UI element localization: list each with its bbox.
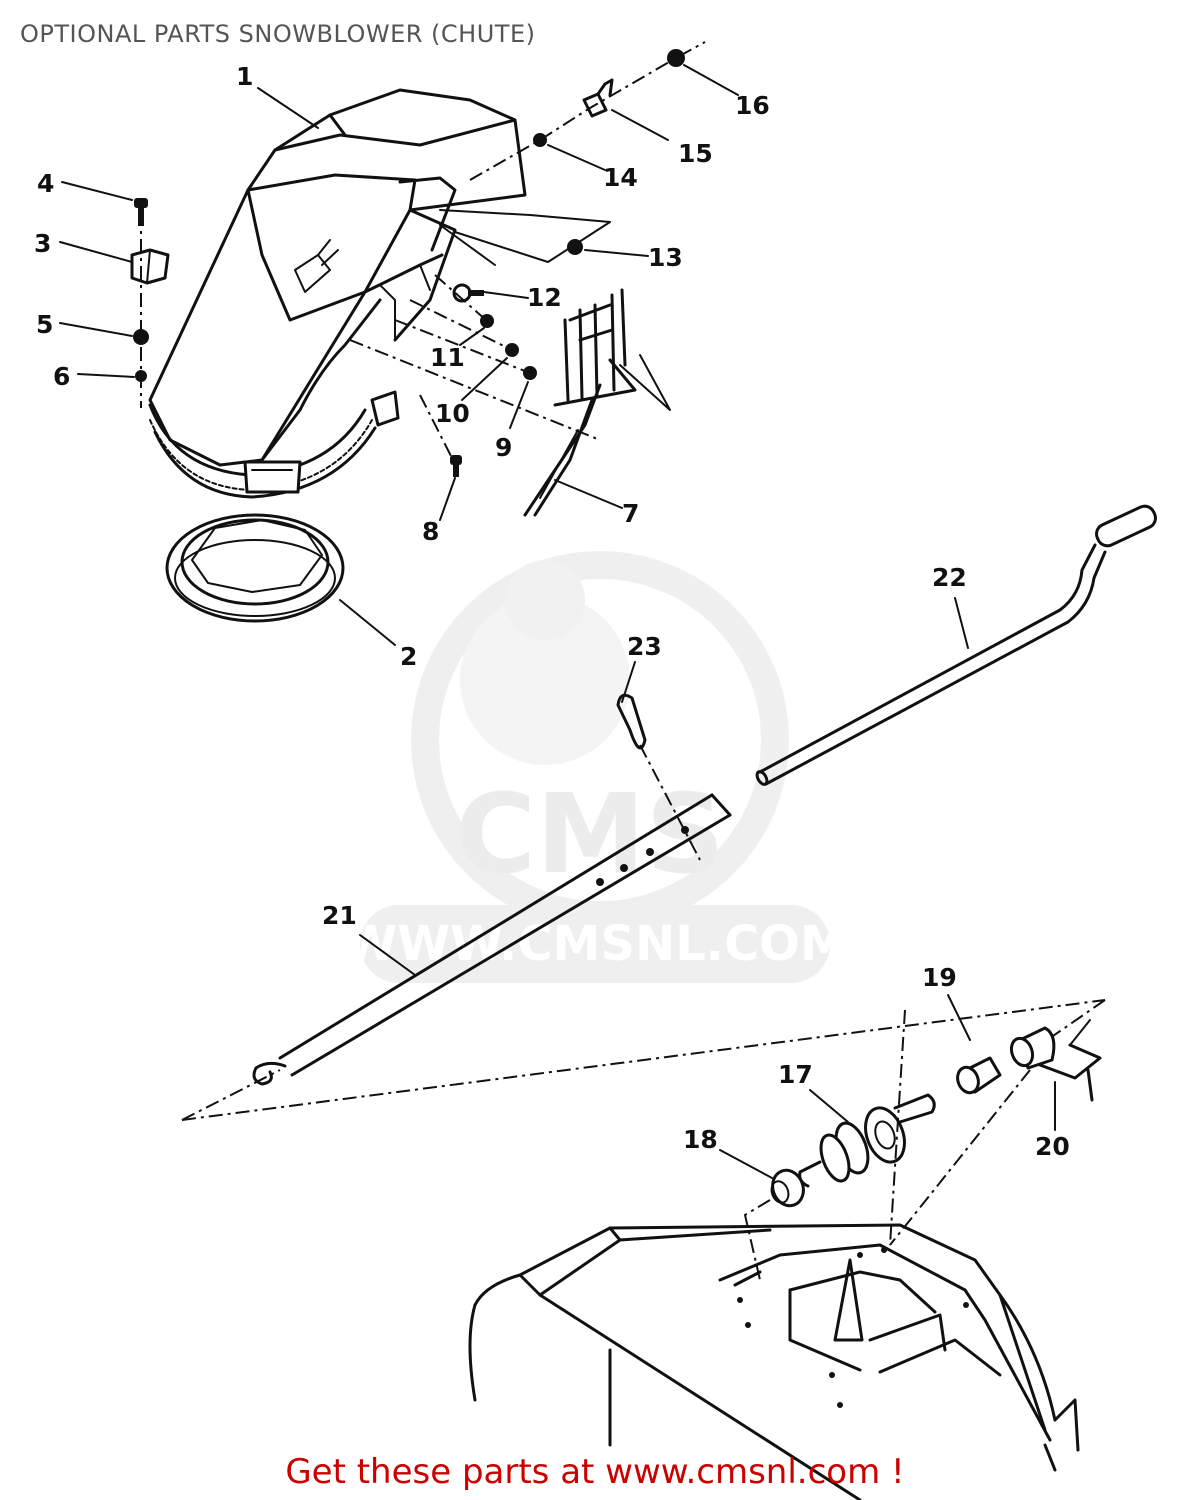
callout-5: 5 <box>36 310 53 339</box>
callout-6: 6 <box>53 362 70 391</box>
leader-lines <box>59 64 1056 1179</box>
callout-23: 23 <box>627 632 662 661</box>
part-20-bracket <box>1009 1019 1102 1102</box>
part-21-rod <box>252 793 732 1086</box>
footer-shop-link[interactable]: Get these parts at www.cmsnl.com ! <box>285 1452 905 1492</box>
watermark-text: WWW.CMSNL.COM <box>344 916 848 972</box>
part-5-nut <box>133 329 149 345</box>
part-7-deflector <box>523 288 671 517</box>
callout-15: 15 <box>678 139 713 168</box>
callout-18: 18 <box>683 1125 718 1154</box>
callout-9: 9 <box>495 433 512 462</box>
callout-10: 10 <box>435 399 470 428</box>
callout-8: 8 <box>422 517 439 546</box>
part-3-clip <box>130 248 170 285</box>
callout-21: 21 <box>322 901 357 930</box>
diagram-title: OPTIONAL PARTS SNOWBLOWER (CHUTE) <box>20 20 536 48</box>
part-16-nut <box>667 49 685 67</box>
part-17-gear-assembly <box>798 1093 936 1188</box>
callout-1: 1 <box>236 62 253 91</box>
callout-4: 4 <box>37 169 54 198</box>
watermark-logo: CMS <box>455 770 724 898</box>
part-15-knob <box>582 78 614 118</box>
part-23-clip <box>616 693 701 861</box>
callout-2: 2 <box>400 642 417 671</box>
callout-7: 7 <box>622 499 639 528</box>
callout-19: 19 <box>922 963 957 992</box>
part-2-ring <box>165 513 345 623</box>
part-19-bushing <box>956 1056 1002 1095</box>
tractor-frame <box>468 1223 1080 1500</box>
callout-14: 14 <box>603 163 638 192</box>
callout-13: 13 <box>648 243 683 272</box>
callout-labels: 1 2 3 4 5 6 7 8 9 10 11 12 13 14 15 16 1… <box>34 62 1070 1161</box>
callout-12: 12 <box>527 283 562 312</box>
part-18-bushing <box>770 1168 805 1208</box>
part-8-bolt <box>450 455 462 477</box>
callout-22: 22 <box>932 563 967 592</box>
part-13-nut <box>567 239 583 255</box>
part-1-chute <box>148 88 611 499</box>
part-22-rod <box>755 504 1157 786</box>
callout-20: 20 <box>1035 1132 1070 1161</box>
cmsnl-watermark: CMS WWW.CMSNL.COM <box>344 551 848 983</box>
callout-11: 11 <box>430 343 465 372</box>
part-14-nut <box>533 133 547 147</box>
part-12-bolt <box>452 283 484 303</box>
callout-16: 16 <box>735 91 770 120</box>
callout-17: 17 <box>778 1060 813 1089</box>
callout-3: 3 <box>34 229 51 258</box>
